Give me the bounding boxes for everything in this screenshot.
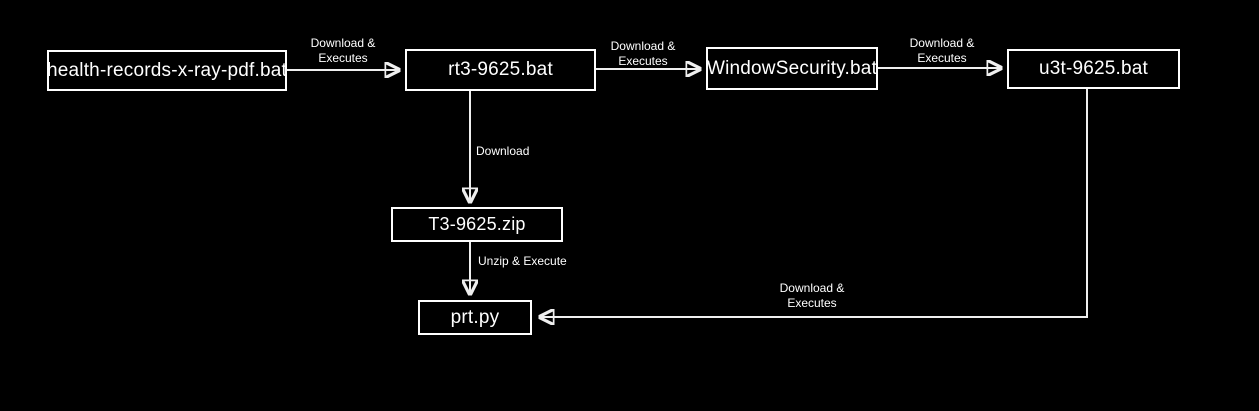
edge-label-download-executes-3: Download & Executes bbox=[909, 36, 975, 65]
edge-label-download-executes-2: Download & Executes bbox=[610, 39, 676, 68]
edge-label-download: Download bbox=[476, 144, 530, 158]
node-health-records-x-ray-pdf-bat: health-records-x-ray-pdf.bat bbox=[47, 50, 287, 91]
node-rt3-9625-bat: rt3-9625.bat bbox=[405, 49, 596, 91]
edge-label-download-executes-4: Download & Executes bbox=[779, 281, 845, 310]
node-t3-9625-zip: T3-9625.zip bbox=[391, 207, 563, 242]
edge-label-unzip-execute: Unzip & Execute bbox=[478, 254, 567, 268]
edge-label-download-executes-1: Download & Executes bbox=[310, 36, 376, 65]
node-u3t-9625-bat: u3t-9625.bat bbox=[1007, 49, 1180, 89]
edge-u3t-to-prt bbox=[540, 89, 1088, 317]
node-windowsecurity-bat: WindowSecurity.bat bbox=[706, 47, 878, 90]
node-prt-py: prt.py bbox=[418, 300, 532, 335]
